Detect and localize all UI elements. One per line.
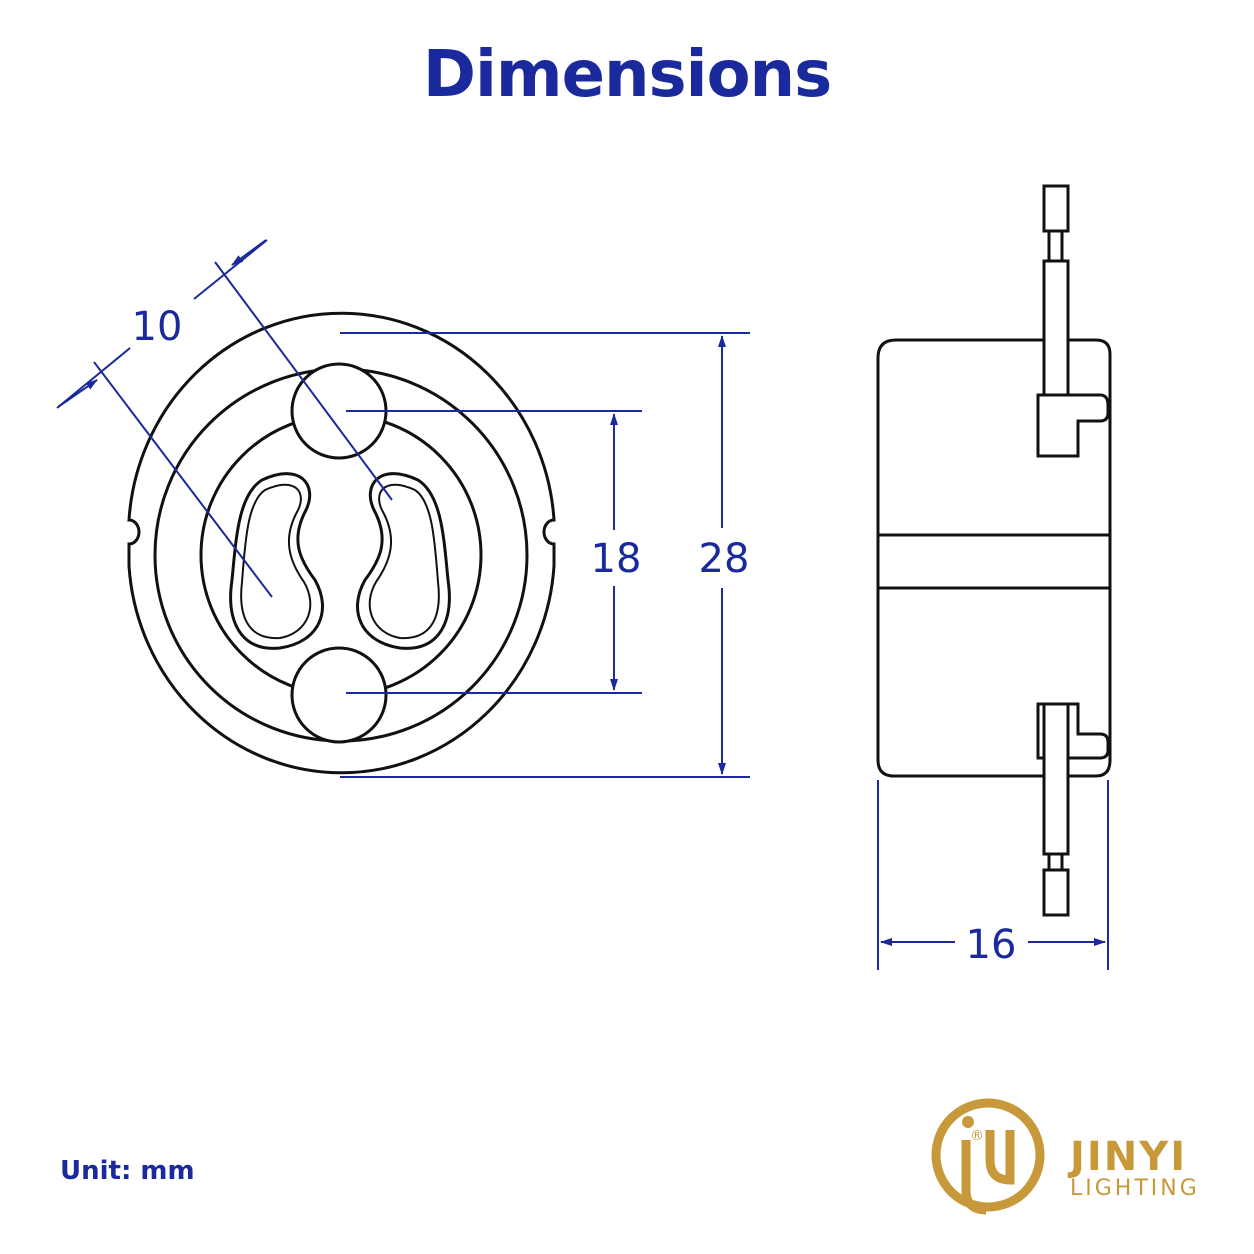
- kidney-slot-right-inner: [368, 483, 440, 640]
- kidney-slot-right: [356, 472, 451, 650]
- pin-hole-bottom: [290, 646, 388, 744]
- side-dimensions: [877, 780, 1109, 970]
- top-pin-shaft: [1047, 229, 1064, 263]
- front-view: [127, 311, 556, 775]
- dim-pin-span-label: 18: [591, 536, 642, 582]
- bottom-pin-tip: [1042, 868, 1070, 917]
- bottom-pin-body: [1042, 702, 1070, 856]
- brand-name: JINYI: [1067, 1134, 1187, 1180]
- unit-label: Unit: mm: [60, 1156, 195, 1186]
- dim-depth-label: 16: [966, 922, 1017, 968]
- bottom-pin-shaft: [1047, 852, 1064, 872]
- dim-outer-diameter-label: 28: [699, 536, 750, 582]
- kidney-slot-left: [229, 472, 324, 650]
- side-view: [876, 184, 1112, 917]
- top-clip: [1036, 393, 1110, 458]
- page-title: Dimensions: [422, 38, 832, 112]
- brand-subtitle: LIGHTING: [1070, 1176, 1200, 1201]
- kidney-slot-left-inner: [240, 483, 312, 640]
- top-pin-tip: [1042, 184, 1070, 233]
- brand-logo: ® JINYI LIGHTING: [931, 1098, 1200, 1215]
- outer-rim: [127, 311, 556, 775]
- registered-mark: ®: [970, 1128, 984, 1144]
- front-dimensions: [56, 239, 750, 778]
- dim-pin-spacing-label: 10: [132, 304, 183, 350]
- brand-mark-icon: [931, 1098, 1045, 1215]
